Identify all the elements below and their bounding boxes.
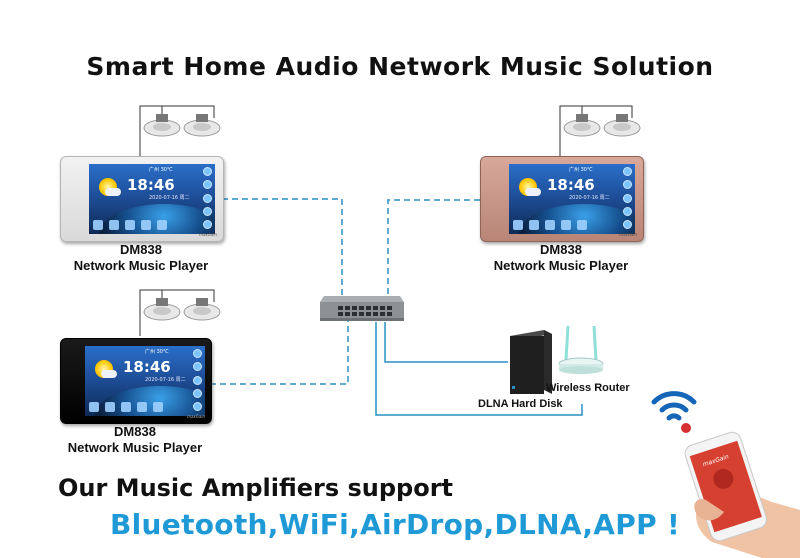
music-player-panel-3: 广州 30℃ 18:46 2020-07-16 周二 maxGain [60, 338, 212, 424]
player-name: Network Music Player [67, 440, 203, 455]
screen-side-buttons [203, 167, 212, 229]
screen-app-icons [513, 220, 631, 230]
features-line: Bluetooth,WiFi,AirDrop,DLNA,APP ! [110, 508, 681, 541]
ceiling-speakers-3 [143, 298, 221, 321]
cable-player-1 [222, 198, 343, 300]
smartphone-in-hand-icon: maxGain [684, 431, 800, 558]
screen-time: 18:46 [123, 358, 171, 376]
player-screen: 广州 30℃ 18:46 2020-07-16 周二 [89, 164, 215, 234]
player-model: DM838 [114, 424, 156, 439]
support-heading: Our Music Amplifiers support [58, 474, 454, 502]
player-label-3: DM838 Network Music Player [60, 424, 210, 456]
cable-hard-disk [384, 322, 508, 363]
screen-location: 广州 30℃ [149, 167, 173, 173]
screen-date: 2020-07-16 周二 [149, 195, 190, 201]
music-player-panel-1: 广州 30℃ 18:46 2020-07-16 周二 maxGain [60, 156, 224, 242]
screen-date: 2020-07-16 周二 [569, 195, 610, 201]
wireless-router-icon [558, 325, 604, 374]
ceiling-speakers-1 [143, 114, 221, 137]
player-label-2: DM838 Network Music Player [480, 242, 642, 274]
cable-router [375, 322, 583, 416]
player-model: DM838 [540, 242, 582, 257]
router-label: Wireless Router [546, 382, 630, 394]
music-player-panel-2: 广州 30℃ 18:46 2020-07-16 周二 maxGain [480, 156, 644, 242]
player-screen: 广州 30℃ 18:46 2020-07-16 周二 [85, 346, 205, 416]
hard-disk-label: DLNA Hard Disk [478, 398, 563, 410]
player-screen: 广州 30℃ 18:46 2020-07-16 周二 [509, 164, 635, 234]
ceiling-speakers-2 [563, 114, 641, 137]
screen-location: 广州 30℃ [569, 167, 593, 173]
network-switch-icon [320, 296, 404, 321]
brand-logo: maxGain [187, 414, 205, 419]
player-model: DM838 [120, 242, 162, 257]
player-name: Network Music Player [493, 258, 629, 273]
weather-cloud-icon [525, 188, 541, 196]
cable-player-2 [387, 199, 480, 300]
wifi-icon [651, 391, 697, 433]
screen-time: 18:46 [547, 176, 595, 194]
brand-logo: maxGain [619, 232, 637, 237]
brand-logo: maxGain [199, 232, 217, 237]
weather-cloud-icon [105, 188, 121, 196]
screen-time: 18:46 [127, 176, 175, 194]
screen-side-buttons [623, 167, 632, 229]
player-name: Network Music Player [73, 258, 209, 273]
screen-side-buttons [193, 349, 202, 411]
screen-app-icons [89, 402, 205, 412]
screen-date: 2020-07-16 周二 [145, 377, 186, 383]
weather-cloud-icon [101, 370, 117, 378]
screen-app-icons [93, 220, 211, 230]
player-label-1: DM838 Network Music Player [60, 242, 222, 274]
cable-player-3 [210, 320, 349, 385]
hard-disk-icon [510, 330, 552, 394]
screen-location: 广州 30℃ [145, 349, 169, 355]
diagram-title: Smart Home Audio Network Music Solution [86, 52, 714, 81]
